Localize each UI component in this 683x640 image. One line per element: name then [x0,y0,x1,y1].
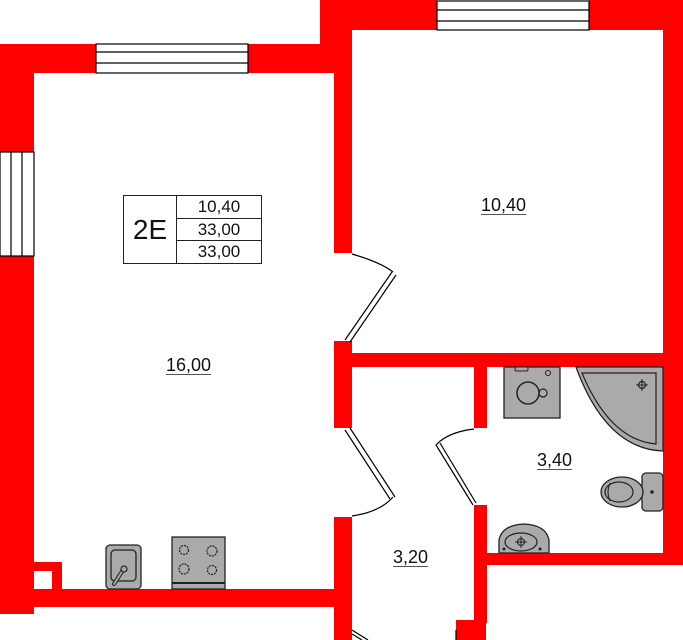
window-top-right [436,0,590,31]
door-entrance[interactable] [351,629,457,640]
window-left [0,151,35,257]
living-area-value: 10,40 [177,196,261,219]
wall-bath-left-upper [474,360,487,428]
wall-left-lower [0,256,34,614]
wall-right [663,0,683,565]
wall-bottom-left [0,589,352,607]
room-area-kitchen-living: 16,00 [166,355,212,375]
wall-partition-upper [334,60,352,253]
door-bathroom[interactable] [435,428,477,506]
room-area-hallway: 3,20 [393,547,429,567]
door-bedroom[interactable] [344,253,397,343]
wall-partition-mid [334,341,352,428]
wall-left-upper [0,44,34,152]
room-area-bathroom: 3,40 [537,450,573,470]
apartment-badge: 2E 10,40 33,00 33,00 [123,195,262,264]
door-living[interactable] [344,427,396,517]
washbasin-icon [498,523,550,554]
corner-shower-icon [575,366,664,452]
apartment-areas: 10,40 33,00 33,00 [177,196,261,263]
stove-icon [171,536,226,590]
total-area-value-2: 33,00 [197,242,241,262]
washing-machine-icon [503,366,561,419]
wall-hall-stub [456,620,486,640]
room-area-bedroom: 10,40 [481,195,527,215]
wall-bath-bottom [474,553,683,565]
window-top-left [95,43,249,74]
wall-bedroom-bottom [352,353,683,367]
wall-partition-lower [334,517,352,640]
kitchen-sink-icon [105,544,142,590]
toilet-icon [600,472,664,512]
apartment-code: 2E [124,196,177,263]
total-area-value: 33,00 [177,219,261,242]
